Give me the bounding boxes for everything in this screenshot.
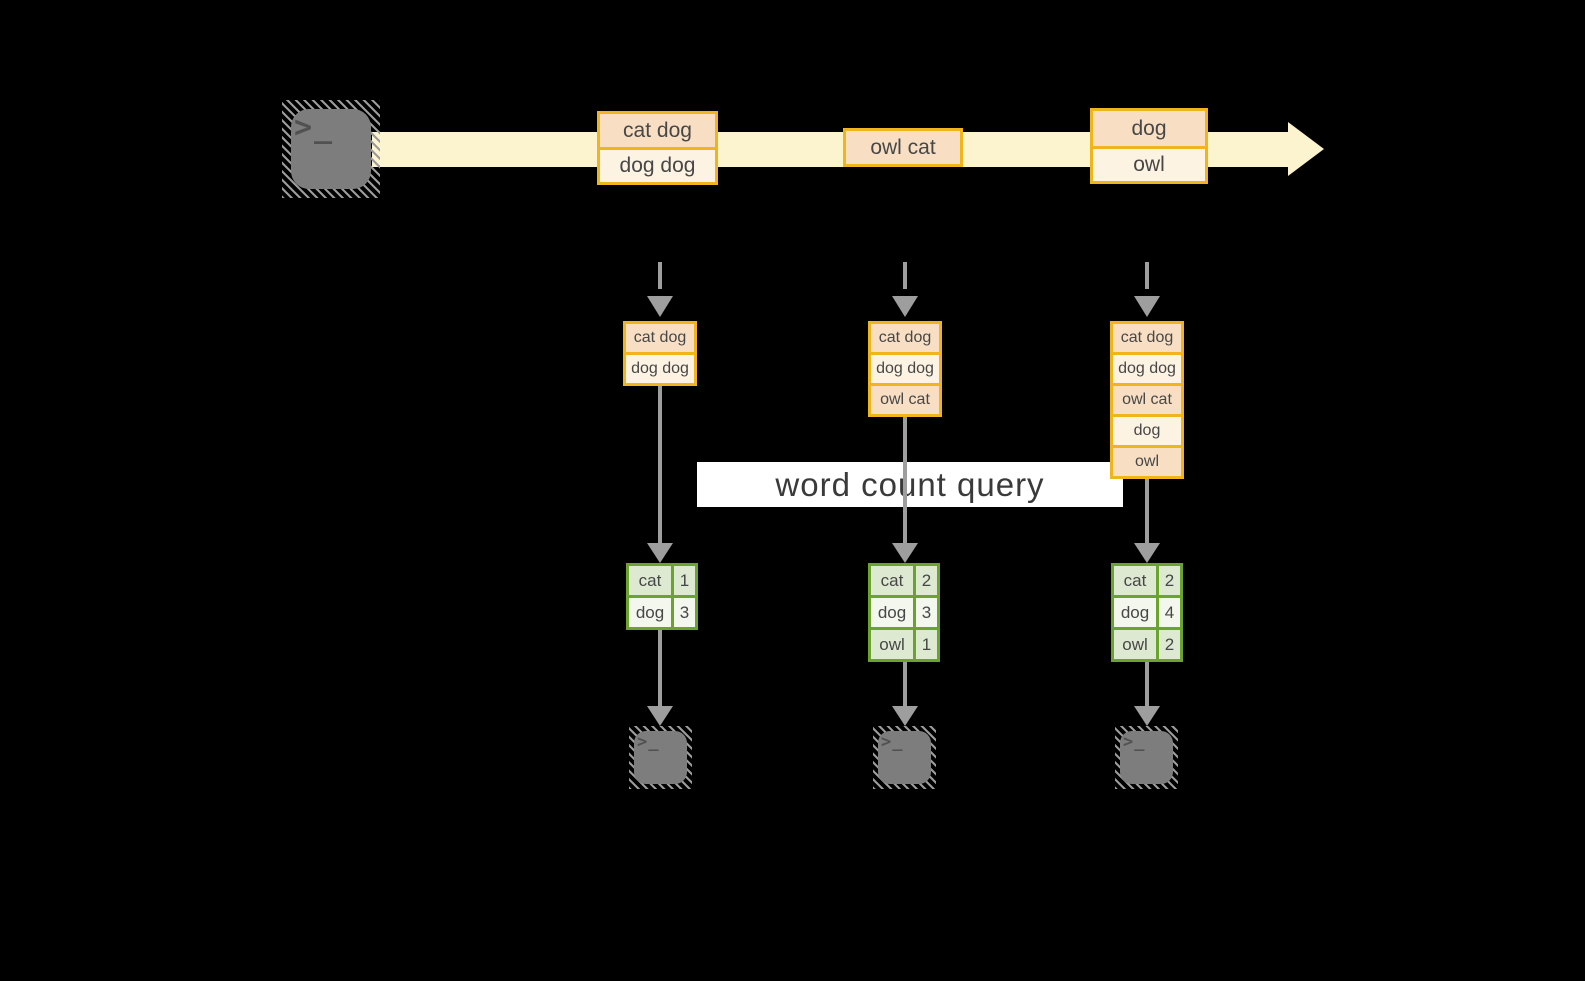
state-buffer-2: cat dog dog dog owl cat	[868, 321, 942, 417]
state-row: owl	[1110, 445, 1184, 479]
stream-event-1: cat dog dog dog	[597, 111, 718, 185]
result-arrow-line	[658, 630, 662, 708]
query-banner-label: word count query	[775, 465, 1045, 503]
count-row: dog 4	[1114, 598, 1180, 627]
count-cell: 2	[1159, 630, 1180, 659]
query-arrow-line	[903, 417, 907, 545]
count-cell: 1	[916, 630, 937, 659]
terminal-prompt-icon: >_	[294, 110, 335, 145]
terminal-body	[878, 731, 931, 784]
stream-event-2: owl cat	[843, 128, 963, 167]
count-row: dog 3	[629, 598, 695, 627]
terminal-prompt-icon: >_	[1123, 732, 1146, 752]
word-cell: cat	[871, 566, 913, 595]
state-row: dog dog	[868, 352, 942, 386]
state-row: dog dog	[623, 352, 697, 386]
terminal-prompt-icon: >_	[881, 732, 904, 752]
count-cell: 3	[674, 598, 695, 627]
state-buffer-3: cat dog dog dog owl cat dog owl	[1110, 321, 1184, 479]
result-arrowhead-icon	[1134, 706, 1160, 726]
state-row: cat dog	[868, 321, 942, 355]
terminal-body	[634, 731, 687, 784]
count-row: cat 2	[871, 566, 937, 595]
stream-event-row: dog dog	[600, 147, 715, 182]
count-cell: 1	[674, 566, 695, 595]
count-cell: 2	[916, 566, 937, 595]
word-cell: cat	[1114, 566, 1156, 595]
count-row: dog 3	[871, 598, 937, 627]
count-table-2: cat 2 dog 3 owl 1	[868, 563, 940, 662]
stream-arrowhead-icon	[1288, 122, 1324, 176]
query-arrow-line	[658, 385, 662, 545]
word-cell: dog	[1114, 598, 1156, 627]
terminal-body	[291, 109, 371, 189]
word-cell: dog	[629, 598, 671, 627]
word-cell: owl	[871, 630, 913, 659]
count-table-1: cat 1 dog 3	[626, 563, 698, 630]
state-row: cat dog	[1110, 321, 1184, 355]
count-row: owl 1	[871, 630, 937, 659]
state-buffer-1: cat dog dog dog	[623, 321, 697, 386]
terminal-sink-icon: >_	[1115, 726, 1178, 789]
ingest-arrowhead-icon	[892, 296, 918, 317]
query-arrowhead-icon	[1134, 543, 1160, 563]
ingest-arrow-dash	[903, 262, 907, 289]
count-row: cat 2	[1114, 566, 1180, 595]
count-table-3: cat 2 dog 4 owl 2	[1111, 563, 1183, 662]
state-row: owl cat	[868, 383, 942, 417]
count-row: cat 1	[629, 566, 695, 595]
ingest-arrow-dash	[1145, 262, 1149, 289]
stream-event-row: dog	[1093, 111, 1205, 146]
query-banner: word count query	[697, 462, 1123, 507]
word-cell: owl	[1114, 630, 1156, 659]
stream-event-row: cat dog	[600, 114, 715, 147]
count-cell: 4	[1159, 598, 1180, 627]
ingest-arrowhead-icon	[647, 296, 673, 317]
stream-event-row: owl cat	[846, 131, 960, 164]
count-cell: 2	[1159, 566, 1180, 595]
terminal-prompt-icon: >_	[637, 732, 660, 752]
ingest-arrow-dash	[658, 262, 662, 289]
count-cell: 3	[916, 598, 937, 627]
state-row: dog	[1110, 414, 1184, 448]
result-arrowhead-icon	[647, 706, 673, 726]
stream-event-row: owl	[1093, 146, 1205, 181]
query-arrowhead-icon	[892, 543, 918, 563]
terminal-source-icon: >_	[282, 100, 380, 198]
result-arrow-line	[903, 662, 907, 708]
terminal-sink-icon: >_	[873, 726, 936, 789]
word-cell: dog	[871, 598, 913, 627]
query-arrowhead-icon	[647, 543, 673, 563]
state-row: dog dog	[1110, 352, 1184, 386]
state-row: cat dog	[623, 321, 697, 355]
query-arrow-line	[1145, 479, 1149, 545]
state-row: owl cat	[1110, 383, 1184, 417]
terminal-sink-icon: >_	[629, 726, 692, 789]
result-arrowhead-icon	[892, 706, 918, 726]
result-arrow-line	[1145, 662, 1149, 708]
word-cell: cat	[629, 566, 671, 595]
stream-event-3: dog owl	[1090, 108, 1208, 184]
count-row: owl 2	[1114, 630, 1180, 659]
ingest-arrowhead-icon	[1134, 296, 1160, 317]
terminal-body	[1120, 731, 1173, 784]
